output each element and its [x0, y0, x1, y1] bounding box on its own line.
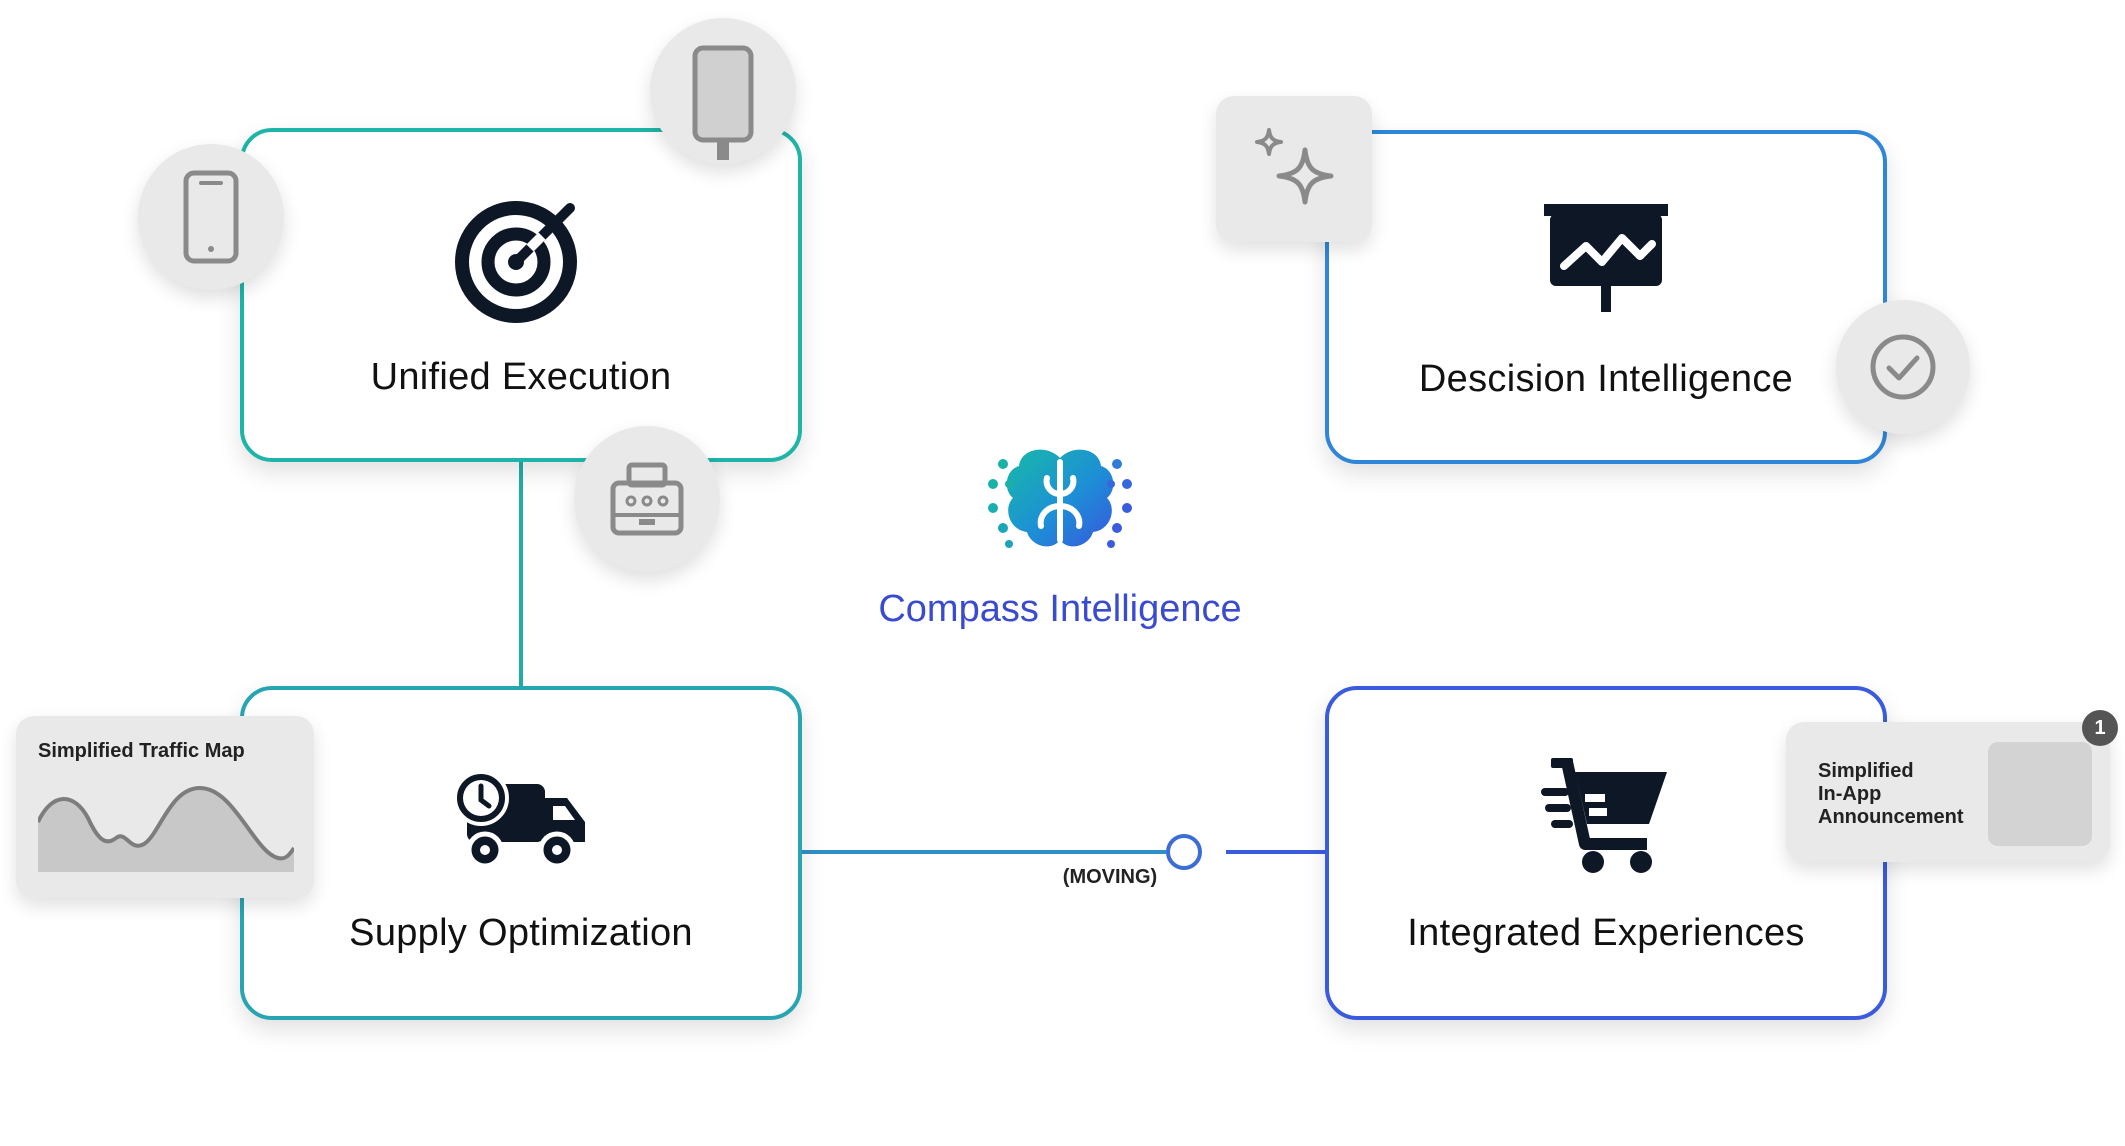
traffic-map-panel: Simplified Traffic Map [16, 716, 314, 898]
card-decision-intelligence[interactable]: Descision Intelligence [1325, 130, 1887, 464]
line-wave-chart [38, 785, 294, 872]
phone-bubble [138, 144, 284, 290]
card-label: Supply Optimization [349, 912, 693, 954]
shopping-cart-icon [1541, 758, 1667, 873]
card-label: Integrated Experiences [1407, 912, 1805, 954]
announcement-text: Simplified In-App Announcement [1818, 760, 1964, 828]
kiosk-bubble [574, 426, 720, 572]
notification-badge: 1 [2082, 710, 2118, 746]
center-title: Compass Intelligence [878, 588, 1242, 630]
check-bubble [1836, 300, 1970, 434]
tall-phone-bubble [650, 18, 796, 164]
card-label: Unified Execution [370, 356, 672, 398]
sparkle-tile [1216, 96, 1372, 242]
announcement-panel: Simplified In-App Announcement [1786, 722, 2110, 862]
card-unified-execution[interactable]: Unified Execution [240, 128, 802, 462]
target-icon [455, 201, 577, 323]
traffic-map-title: Simplified Traffic Map [38, 740, 245, 762]
moving-label: (MOVING) [1062, 866, 1158, 888]
sparkle-icon [1255, 128, 1334, 205]
tall-phone-icon [692, 45, 754, 160]
card-supply-optimization[interactable]: Supply Optimization [240, 686, 802, 1020]
kiosk-icon [610, 462, 684, 536]
moving-node [1166, 834, 1202, 870]
card-label: Descision Intelligence [1418, 358, 1794, 400]
check-circle-icon [1870, 334, 1936, 400]
presentation-chart-icon [1544, 204, 1668, 312]
brain-icon [988, 449, 1132, 548]
announcement-thumbnail [1988, 742, 2092, 846]
delivery-truck-icon [455, 770, 585, 869]
phone-icon [183, 170, 239, 264]
